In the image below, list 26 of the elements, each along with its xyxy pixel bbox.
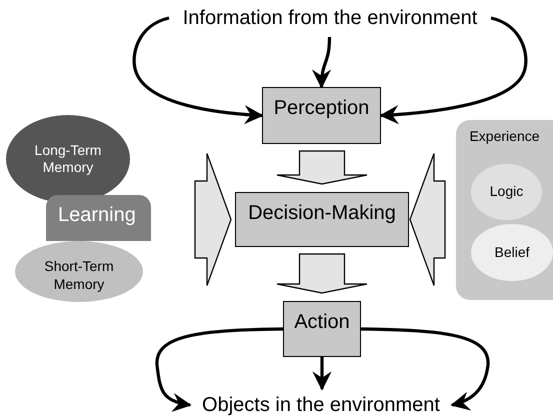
curved-arrow <box>312 36 332 89</box>
node-label: Perception <box>274 96 370 121</box>
node-label: Learning <box>58 203 136 228</box>
process-box <box>283 301 361 357</box>
block-arrow <box>276 150 368 185</box>
curved-arrow <box>312 357 332 391</box>
process-box <box>235 192 409 247</box>
node-label: Logic <box>490 183 524 201</box>
curved-arrow <box>379 16 528 124</box>
curved-arrow <box>360 327 490 410</box>
learning-box <box>46 195 151 241</box>
node-label: Information from the environment <box>182 6 478 30</box>
block-arrow <box>409 152 446 286</box>
node-label: Experience <box>469 128 540 146</box>
process-box <box>262 87 381 144</box>
node-label: Belief <box>494 244 530 262</box>
block-arrow <box>194 152 232 286</box>
experience-panel <box>456 120 553 300</box>
node-label: Decision-Making <box>248 201 396 226</box>
node-label: Action <box>294 310 350 335</box>
curved-arrow <box>132 16 264 124</box>
block-arrow <box>276 253 368 294</box>
node-label: Long-Term Memory <box>34 142 102 176</box>
node-label: Objects in the environment <box>202 392 440 417</box>
node-label: Short-Term Memory <box>43 258 115 293</box>
curved-arrow <box>155 327 284 412</box>
